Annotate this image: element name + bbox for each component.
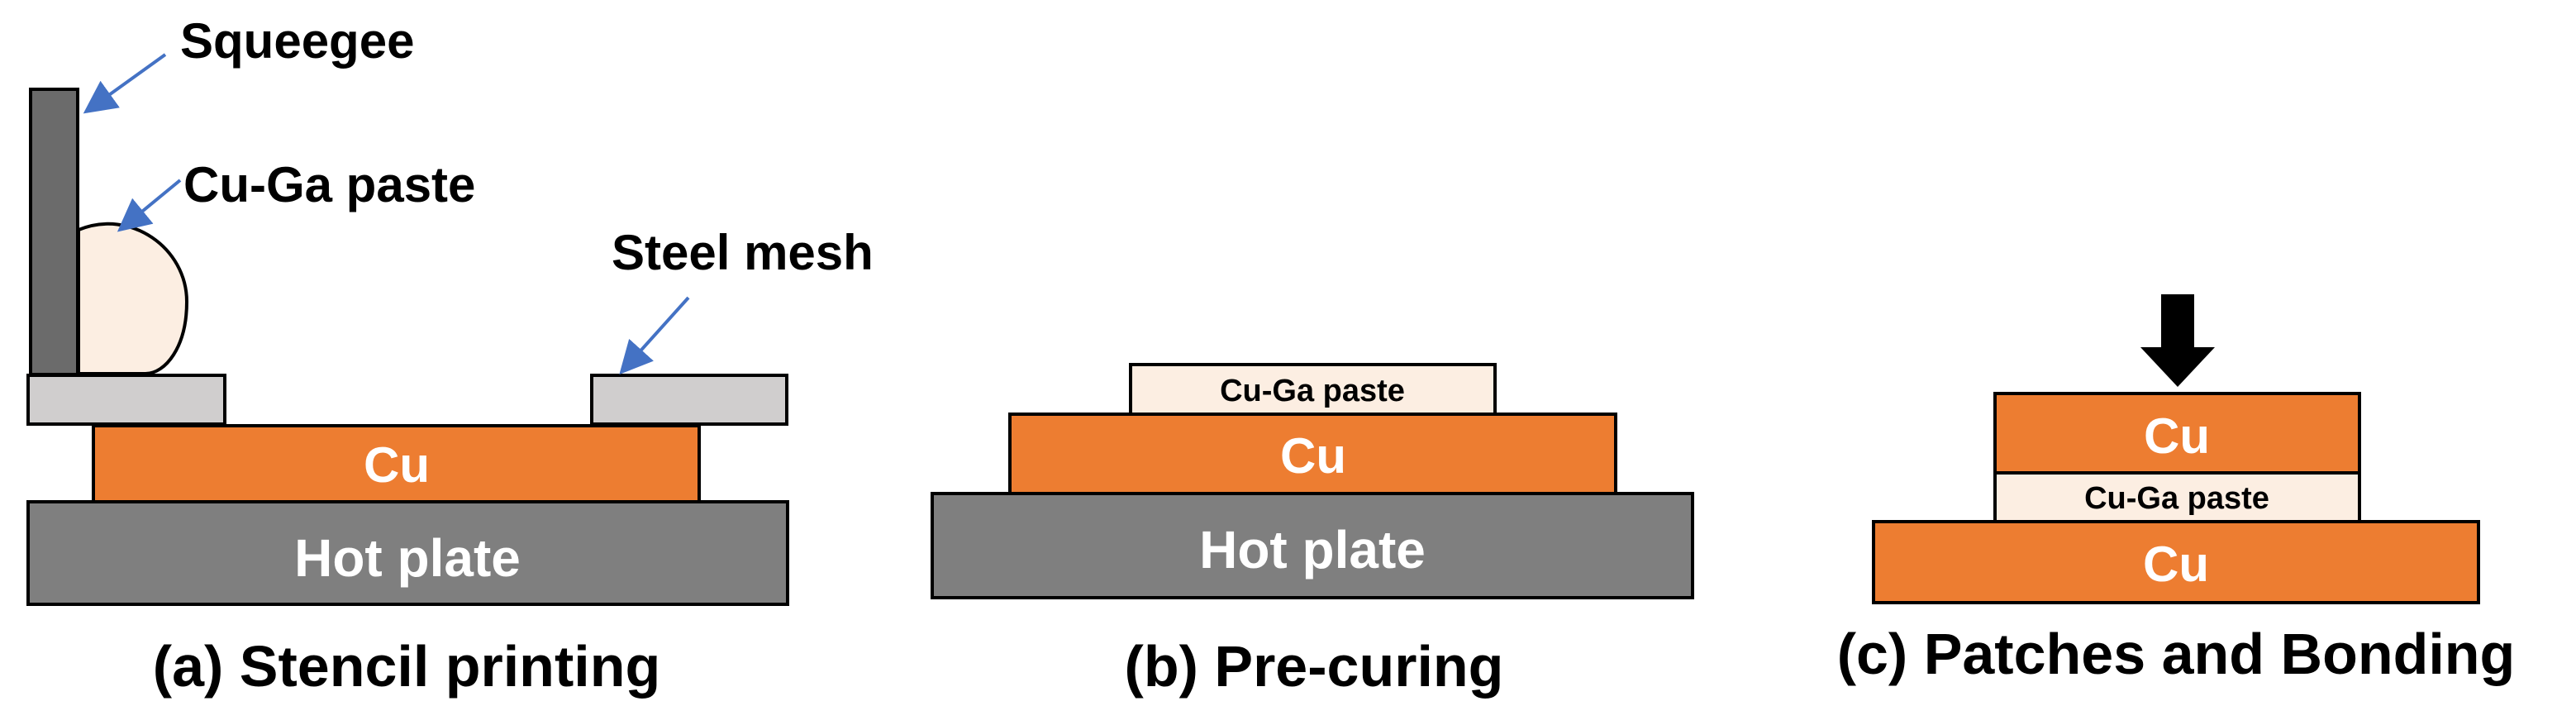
caption-c: (c) Patches and Bonding bbox=[1837, 622, 2516, 686]
cu-layer-b-label: Cu bbox=[1280, 428, 1346, 484]
caption-b: (b) Pre-curing bbox=[1125, 634, 1504, 699]
panel-a: Hot plate Cu Squeegee Cu-Ga paste Steel … bbox=[26, 13, 874, 699]
paste-layer-c-label: Cu-Ga paste bbox=[2084, 481, 2269, 516]
press-arrow-icon bbox=[2140, 294, 2215, 387]
paste-layer-b bbox=[1129, 363, 1497, 416]
paste-layer-b-label: Cu-Ga paste bbox=[1220, 374, 1405, 408]
steel-mesh-left bbox=[26, 374, 226, 426]
cu-layer-b bbox=[1008, 413, 1617, 495]
caption-a: (a) Stencil printing bbox=[153, 634, 660, 699]
paste-layer-c bbox=[1993, 471, 2361, 523]
cu-ga-paste-blob bbox=[77, 222, 189, 375]
steel-mesh-right bbox=[590, 374, 788, 426]
paste-label: Cu-Ga paste bbox=[183, 157, 475, 212]
squeegee bbox=[29, 88, 79, 376]
steel-mesh-pointer-arrow bbox=[619, 296, 690, 374]
cu-bottom-c bbox=[1872, 520, 2480, 604]
hot-plate-a bbox=[26, 500, 789, 606]
cu-top-c bbox=[1993, 392, 2361, 475]
cu-layer-a bbox=[92, 424, 701, 503]
hot-plate-b-label: Hot plate bbox=[1199, 520, 1426, 580]
squeegee-pointer-arrow bbox=[83, 53, 167, 114]
paste-pointer-arrow bbox=[117, 179, 182, 232]
steel-mesh-label: Steel mesh bbox=[612, 225, 874, 280]
cu-bottom-c-label: Cu bbox=[2143, 537, 2209, 592]
panel-c: Cu Cu-Ga paste Cu (c) Patches and Bondin… bbox=[1837, 294, 2516, 686]
cu-top-c-label: Cu bbox=[2144, 408, 2210, 464]
cu-layer-a-label: Cu bbox=[364, 437, 430, 493]
squeegee-label: Squeegee bbox=[180, 13, 414, 69]
hot-plate-a-label: Hot plate bbox=[294, 528, 521, 588]
panel-b: Hot plate Cu Cu-Ga paste (b) Pre-curing bbox=[931, 363, 1694, 699]
